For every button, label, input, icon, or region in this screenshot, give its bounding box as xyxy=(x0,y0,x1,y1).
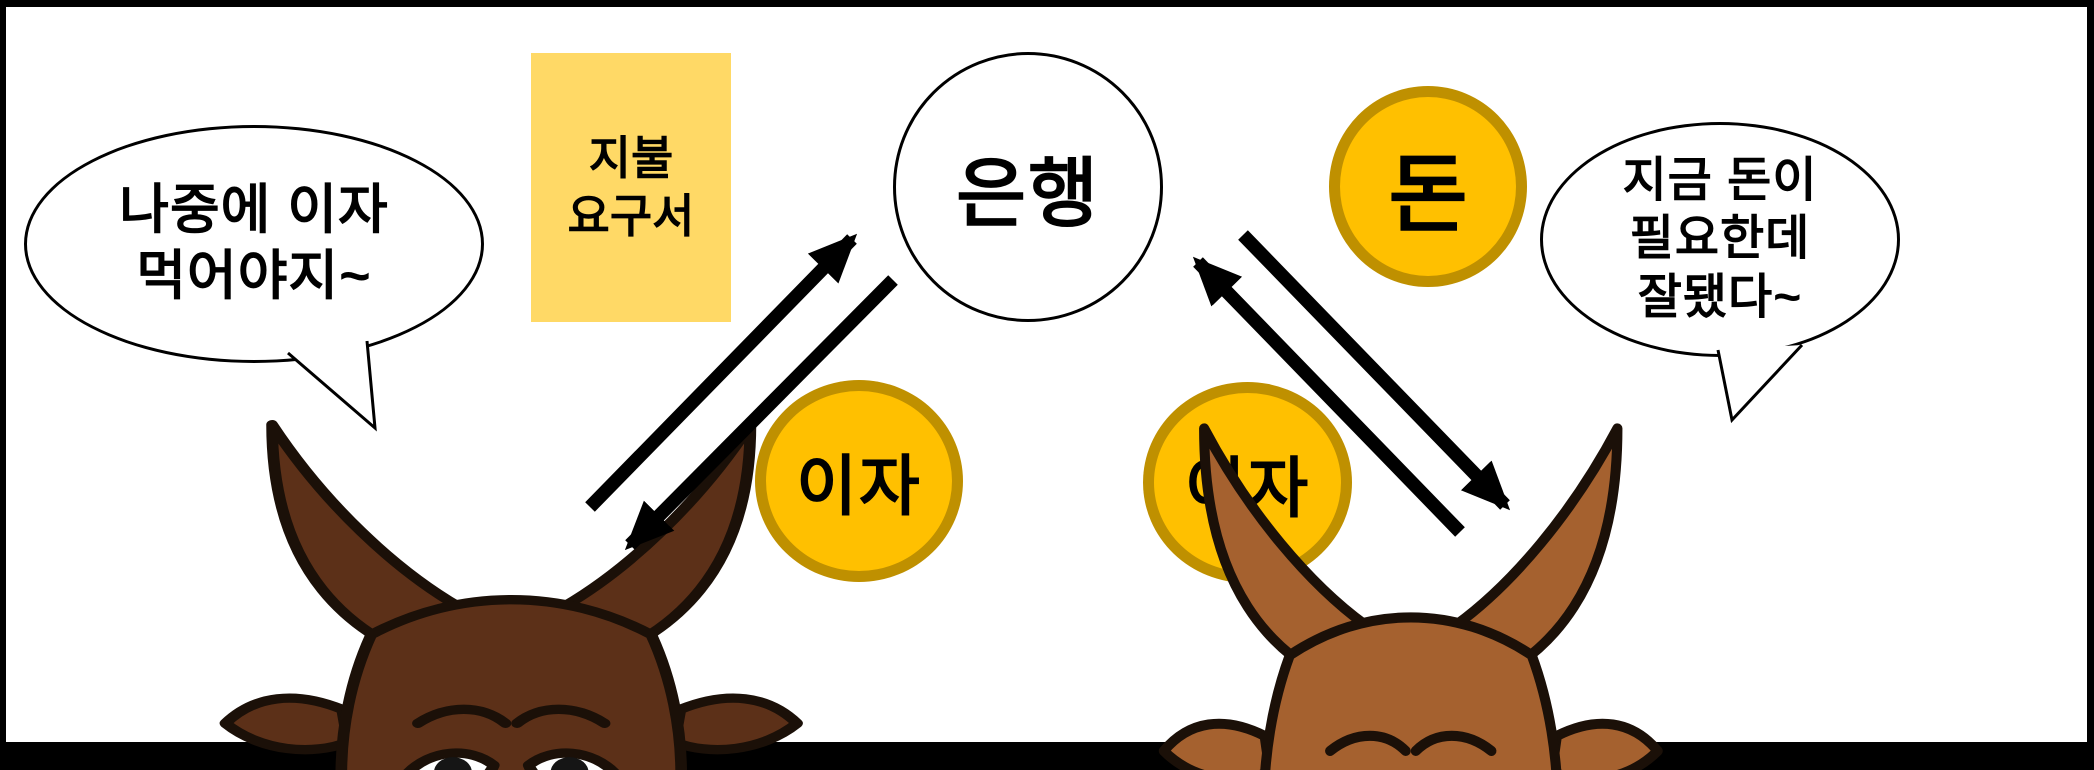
interest-coin-left: 이자 xyxy=(755,380,963,582)
bank-label: 은행 xyxy=(956,152,1100,237)
interest-coin-left-label: 이자 xyxy=(796,449,922,523)
right-speech-bubble-line: 잘됐다~ xyxy=(1637,270,1803,324)
payment-note-line: 지불 xyxy=(588,132,674,184)
right-speech-bubble: 지금 돈이 필요한데 잘됐다~ xyxy=(1540,122,1900,357)
payment-note: 지불 요구서 xyxy=(531,53,731,322)
interest-coin-right: 이자 xyxy=(1143,382,1352,583)
money-coin: 돈 xyxy=(1329,86,1527,287)
right-speech-bubble-line: 필요한데 xyxy=(1629,212,1811,266)
money-coin-label: 돈 xyxy=(1388,147,1468,243)
bank-node: 은행 xyxy=(893,52,1163,322)
interest-coin-right-label: 이자 xyxy=(1184,450,1311,525)
left-speech-bubble: 나중에 이자 먹어야지~ xyxy=(24,125,484,363)
left-speech-bubble-line: 나중에 이자 xyxy=(119,180,389,241)
right-speech-bubble-line: 지금 돈이 xyxy=(1622,153,1818,207)
payment-note-line: 요구서 xyxy=(567,189,695,242)
left-speech-bubble-line: 먹어야지~ xyxy=(136,246,372,306)
